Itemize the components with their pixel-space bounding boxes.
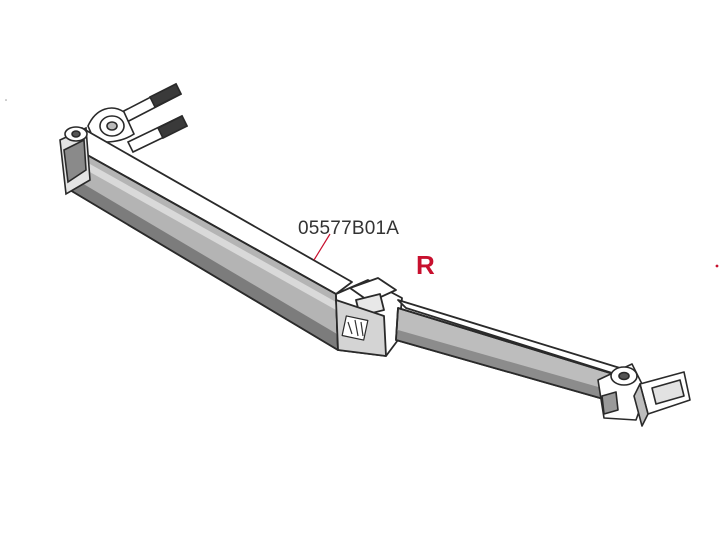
extension-arm xyxy=(395,299,629,403)
left-end-cap xyxy=(59,126,91,196)
speck-mark xyxy=(5,99,7,101)
logo-emblem xyxy=(341,315,369,341)
side-marker-label: R xyxy=(416,250,435,280)
sliding-joint-block xyxy=(335,277,403,357)
mounting-bolts xyxy=(116,82,189,154)
part-number-label: 05577B01A xyxy=(298,218,400,239)
right-end-fitting xyxy=(597,363,691,427)
speck-mark xyxy=(715,264,719,268)
part-number-leader xyxy=(313,233,331,261)
upper-bolt-thread xyxy=(148,82,183,109)
lower-bolt-thread xyxy=(156,114,189,140)
top-swivel-bracket xyxy=(87,107,136,143)
